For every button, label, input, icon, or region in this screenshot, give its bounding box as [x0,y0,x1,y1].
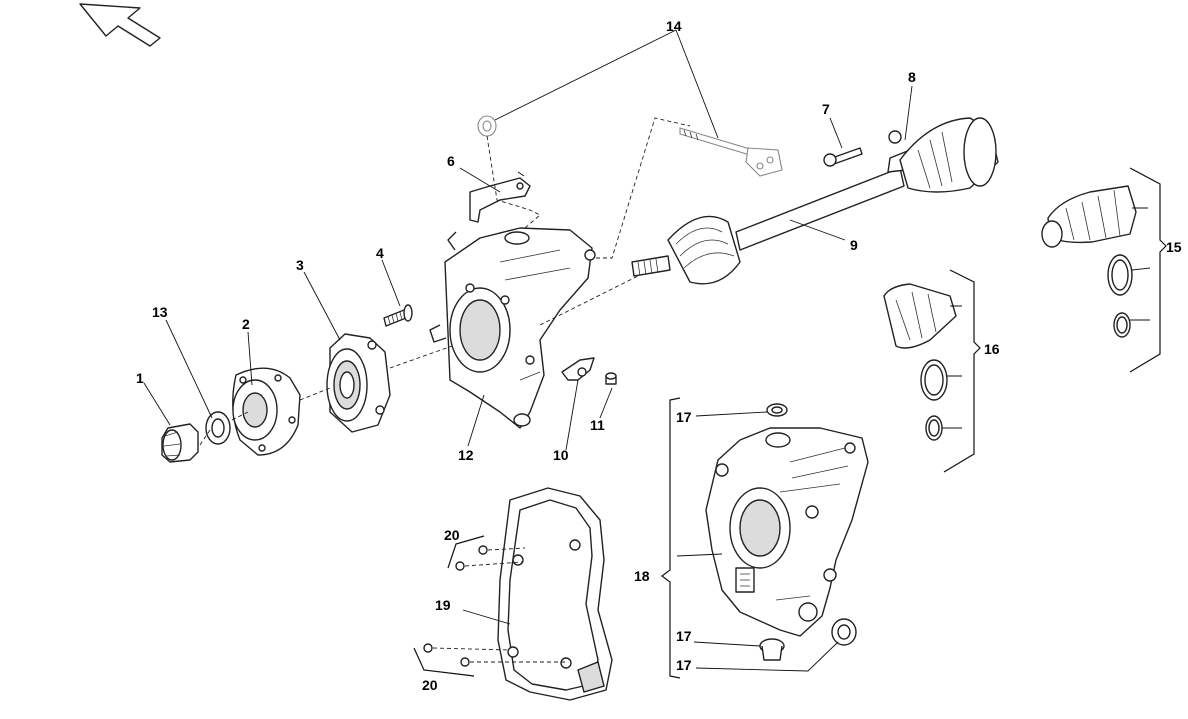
callout-labels: 1 2 3 4 6 7 8 9 10 11 12 13 14 15 16 17 … [136,18,1182,693]
part-10-sensor-bracket[interactable] [561,357,595,381]
callout-20-lower: 20 [422,677,438,693]
part-17-plug-right[interactable] [831,618,857,646]
callout-18: 18 [634,568,650,584]
part-6-bracket[interactable] [469,171,531,223]
assembly-lines [199,117,691,663]
callout-17-bottom: 17 [676,657,692,673]
callout-16: 16 [984,341,1000,357]
part-17-plug-bottom[interactable] [759,638,785,661]
part-19-cover-plate[interactable] [497,487,613,701]
callout-17-middle: 17 [676,628,692,644]
callout-20-upper: 20 [444,527,460,543]
leader-lines [143,29,1151,672]
callout-15: 15 [1166,239,1182,255]
part-7-screw[interactable] [823,147,863,167]
part-14-ghost-nut [477,115,497,137]
callout-4: 4 [376,245,384,261]
part-1-hub-nut[interactable] [161,423,199,463]
part-16-boot-kit[interactable] [883,283,957,441]
part-13-washer[interactable] [205,411,231,445]
part-12-wheel-carrier[interactable] [429,227,596,429]
part-20-screws-upper[interactable] [455,545,488,571]
part-17-plug-top[interactable] [766,403,788,417]
part-4-bolt[interactable] [383,304,413,327]
callout-3: 3 [296,257,304,273]
part-9-drive-shaft[interactable] [631,117,999,285]
callout-10: 10 [553,447,569,463]
callout-2: 2 [242,316,250,332]
callout-9: 9 [850,237,858,253]
callout-7: 7 [822,101,830,117]
part-14-link-rod[interactable] [679,127,783,177]
callout-14: 14 [666,18,682,34]
group-brackets [413,167,1167,679]
part-15-boot-kit[interactable] [1041,185,1137,338]
part-18-wheel-carrier-assembly[interactable] [705,427,869,637]
callout-11: 11 [590,417,605,433]
callout-8: 8 [908,69,916,85]
callout-19: 19 [435,597,451,613]
direction-arrow-icon [79,3,161,47]
part-2-wheel-hub[interactable] [232,367,301,456]
callout-1: 1 [136,370,144,386]
part-11-screw[interactable] [605,372,617,385]
callout-6: 6 [447,153,455,169]
callout-12: 12 [458,447,474,463]
part-20-screws-lower[interactable] [423,643,470,667]
part-3-wheel-bearing[interactable] [326,333,391,433]
callout-13: 13 [152,304,168,320]
callout-17-top: 17 [676,409,692,425]
